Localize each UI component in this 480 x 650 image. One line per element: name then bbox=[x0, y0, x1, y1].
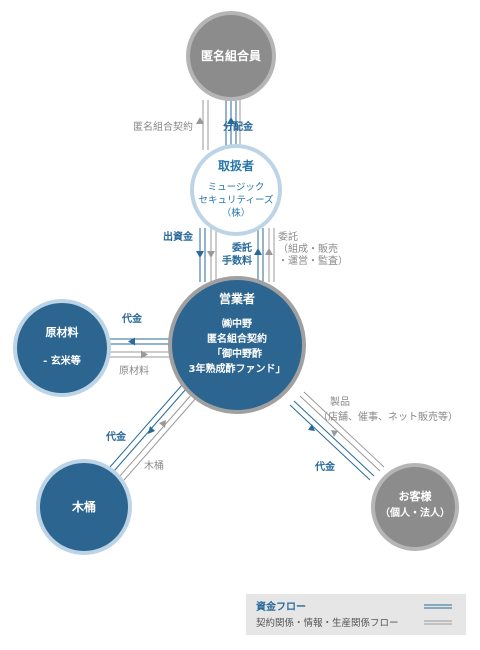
barrel-label: 木桶 bbox=[71, 499, 96, 514]
raw-payment-label: 代金 bbox=[121, 312, 143, 325]
customer-payment-label: 代金 bbox=[314, 460, 336, 473]
operator-line2: 匿名組合契約 bbox=[207, 332, 267, 345]
operator-line1: ㈱中野 bbox=[222, 317, 252, 330]
entrust-label-3: ・運営・監査） bbox=[278, 254, 348, 267]
entrust-label-1: 委託 bbox=[278, 230, 298, 243]
legend-box bbox=[246, 594, 466, 635]
legend: 資金フロー 契約関係・情報・生産関係フロー bbox=[246, 594, 466, 635]
customer-line2: （個人・法人） bbox=[380, 506, 450, 519]
raw-payment-arrow bbox=[128, 337, 135, 346]
customer-line1: お客様 bbox=[399, 489, 433, 503]
legend-money-label: 資金フロー bbox=[256, 600, 306, 613]
raw-materials-line1: 原材料 bbox=[46, 325, 79, 339]
customer-node: お客様 （個人・法人） bbox=[371, 463, 459, 551]
anonymous-members-label: 匿名組合員 bbox=[201, 48, 261, 63]
product-label-2: （店舗、催事、ネット販売等） bbox=[318, 410, 458, 423]
entrust-up-arrow bbox=[265, 248, 273, 255]
product-label-1: 製品 bbox=[330, 395, 350, 408]
edge-labels: 匿名組合契約 分配金 出資金 委託 手数料 委託 （組成・販売 ・運営・監査） … bbox=[105, 120, 458, 473]
entrust-label-2: （組成・販売 bbox=[278, 242, 338, 255]
operator-node: 営業者 ㈱中野 匿名組合契約 「御中野酢 3年熟成酢ファンド」 bbox=[168, 276, 306, 414]
barrel-node: 木桶 bbox=[36, 459, 132, 555]
operator-line4: 3年熟成酢ファンド」 bbox=[189, 362, 286, 375]
customer-payment-arrow bbox=[308, 424, 315, 431]
contract-label: 匿名組合契約 bbox=[133, 120, 193, 133]
handler-line3: （株） bbox=[222, 207, 251, 219]
handler-title: 取扱者 bbox=[218, 158, 254, 173]
barrel-supply-arrow bbox=[159, 420, 166, 428]
raw-material-arrow bbox=[141, 350, 148, 359]
handler-node: 取扱者 ミュージック セキュリティーズ （株） bbox=[190, 144, 282, 236]
commission-up-arrow bbox=[254, 248, 262, 255]
arrow-heads bbox=[128, 117, 338, 437]
distribution-label: 分配金 bbox=[223, 120, 254, 133]
investment-down-arrow bbox=[196, 251, 204, 258]
legend-contract-label: 契約関係・情報・生産関係フロー bbox=[256, 617, 399, 629]
contract-up-arrow bbox=[196, 117, 204, 124]
handler-line1: ミュージック bbox=[208, 182, 265, 193]
commission-label-2: 手数料 bbox=[222, 254, 252, 267]
raw-materials-node: 原材料 - 玄米等 bbox=[13, 299, 111, 397]
barrel-payment-label: 代金 bbox=[105, 430, 127, 443]
raw-material-label: 原材料 bbox=[119, 364, 149, 377]
handler-line2: セキュリティーズ bbox=[199, 194, 274, 206]
contract-down-arrow bbox=[207, 251, 215, 258]
operator-line3: 「御中野酢 bbox=[212, 347, 262, 360]
operator-title: 営業者 bbox=[219, 291, 255, 306]
barrel-supply-label: 木桶 bbox=[144, 459, 164, 472]
distribution-up-arrow bbox=[227, 117, 235, 124]
barrel-payment-arrow bbox=[148, 426, 155, 434]
investment-label: 出資金 bbox=[163, 230, 194, 243]
raw-materials-line2: - 玄米等 bbox=[43, 354, 81, 367]
anonymous-members-node: 匿名組合員 bbox=[186, 11, 276, 101]
product-arrow bbox=[331, 430, 338, 437]
commission-label-1: 委託 bbox=[231, 241, 252, 254]
